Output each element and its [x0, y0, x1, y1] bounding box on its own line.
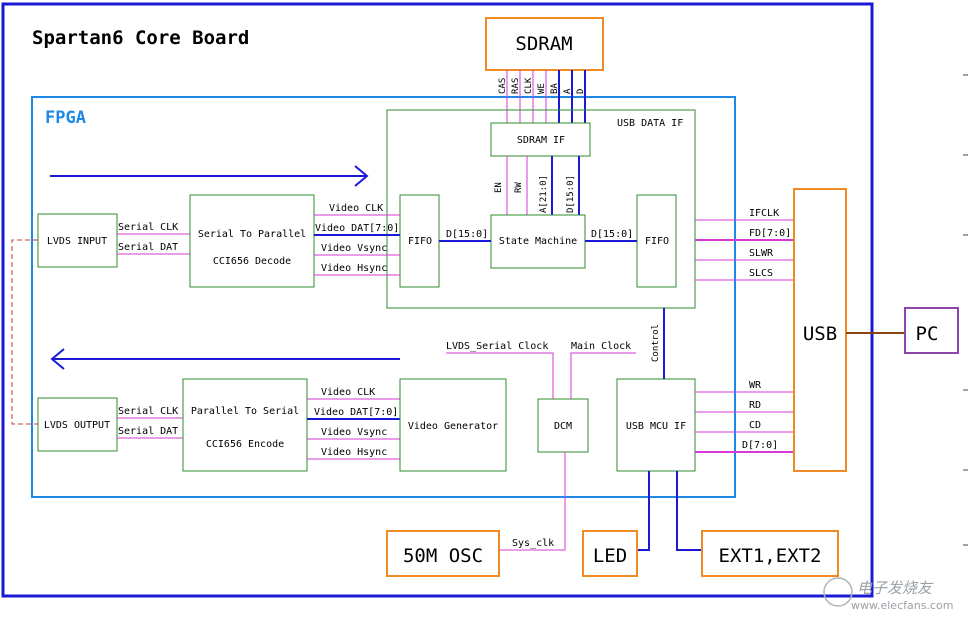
sys-clk-label: Sys_clk — [512, 538, 554, 549]
pin-ba: BA — [550, 83, 560, 94]
lvds-input-label: LVDS INPUT — [47, 236, 107, 247]
video-in-hsync: Video Hsync — [321, 263, 387, 274]
pin-ras: RAS — [511, 78, 521, 94]
pin-a: A — [563, 88, 573, 94]
sdram-pin-labels: CAS RAS CLK WE BA A D — [498, 77, 586, 94]
serial-in-dat: Serial DAT — [118, 242, 178, 253]
control-label: Control — [651, 324, 661, 362]
cd-label: CD — [749, 420, 761, 431]
fifo-right-block — [636, 194, 677, 288]
dcm-block — [537, 398, 589, 453]
state-machine-label: State Machine — [499, 236, 577, 247]
ext-label: EXT1,EXT2 — [719, 545, 822, 567]
fifo-sm-bus-label: D[15:0] — [446, 229, 488, 240]
sig-data: D[15:0] — [566, 175, 576, 213]
p2s-block — [182, 378, 308, 472]
fpga-outline — [31, 96, 736, 498]
sig-addr: A[21:0] — [539, 175, 549, 213]
led-box — [582, 530, 638, 577]
flow-arrow-left — [50, 348, 400, 370]
video-out-vsync: Video Vsync — [321, 427, 387, 438]
video-in-vsync: Video Vsync — [321, 243, 387, 254]
pc-box — [904, 307, 959, 354]
flow-arrow-right — [50, 165, 369, 187]
rd-label: RD — [749, 400, 761, 411]
sys-clk-line — [493, 452, 566, 551]
sdram-chip — [485, 17, 604, 71]
usb-data-if-label: USB DATA IF — [617, 118, 683, 129]
board-outline — [1, 2, 874, 598]
usb-mcu-if-block — [616, 378, 696, 472]
lvds-input-block — [37, 213, 118, 268]
dcm-label: DCM — [554, 421, 572, 432]
p2s-label-2: CCI656 Encode — [206, 439, 284, 450]
usb-chip — [793, 188, 847, 472]
fifo-right-label: FIFO — [645, 236, 669, 247]
watermark: 电子发烧友 www.elecfans.com — [823, 577, 953, 612]
video-out-dat: Video DAT[7:0] — [314, 407, 398, 418]
pin-clk: CLK — [524, 77, 534, 94]
usb-mcu-if-label: USB MCU IF — [626, 421, 686, 432]
sdram-if-block — [490, 122, 591, 157]
state-machine-block — [490, 214, 586, 269]
d7-label: D[7:0] — [742, 440, 778, 451]
slcs-label: SLCS — [749, 268, 773, 279]
video-in-dat: Video DAT[7:0] — [315, 223, 399, 234]
sig-en: EN — [494, 182, 504, 193]
osc-label: 50M OSC — [403, 545, 483, 567]
lvds-output-block — [37, 397, 118, 452]
s2p-label-2: CCI656 Decode — [213, 256, 291, 267]
led-line — [637, 471, 650, 551]
serial-in-clk: Serial CLK — [118, 222, 178, 233]
lvds-output-label: LVDS OUTPUT — [44, 420, 110, 431]
board-title: Spartan6 Core Board — [32, 27, 249, 49]
watermark-brand: 电子发烧友 — [857, 579, 934, 597]
usb-data-if-block — [386, 109, 696, 309]
fifo-left-block — [399, 194, 440, 288]
usb-label: USB — [803, 323, 837, 345]
sdram-pin-lines — [506, 70, 586, 123]
fifo-left-label: FIFO — [408, 236, 432, 247]
serial-out-clk: Serial CLK — [118, 406, 178, 417]
video-out-clk: Video CLK — [321, 387, 375, 398]
main-clock-label: Main Clock — [571, 341, 631, 352]
pin-we: WE — [537, 83, 547, 94]
sm-fifo-bus-label: D[15:0] — [591, 229, 633, 240]
wr-label: WR — [749, 380, 762, 391]
sig-rw: RW — [514, 182, 524, 193]
sdram-if-label: SDRAM IF — [517, 135, 565, 146]
loopback-line — [11, 239, 38, 425]
video-out-hsync: Video Hsync — [321, 447, 387, 458]
ext-box — [701, 530, 839, 577]
fd-label: FD[7:0] — [749, 228, 791, 239]
s2p-block — [189, 194, 315, 288]
edge-ticks — [963, 74, 968, 546]
led-label: LED — [593, 545, 627, 567]
video-generator-block — [399, 378, 507, 472]
lvds-serial-clock-line — [446, 352, 554, 399]
osc-chip — [386, 530, 500, 577]
ifclk-label: IFCLK — [749, 208, 779, 219]
watermark-logo-icon — [823, 577, 853, 607]
slwr-label: SLWR — [749, 248, 774, 259]
video-in-clk: Video CLK — [329, 203, 383, 214]
main-clock-line — [570, 352, 636, 399]
pin-d: D — [576, 89, 586, 94]
lvds-serial-clock-label: LVDS_Serial Clock — [446, 341, 548, 352]
s2p-label-1: Serial To Parallel — [198, 229, 306, 240]
watermark-url: www.elecfans.com — [851, 599, 953, 612]
sdram-label: SDRAM — [515, 33, 572, 55]
pin-cas: CAS — [498, 78, 508, 94]
ext-line — [676, 471, 702, 551]
video-generator-label: Video Generator — [408, 421, 498, 432]
p2s-label-1: Parallel To Serial — [191, 406, 299, 417]
fpga-label: FPGA — [45, 108, 86, 128]
serial-out-dat: Serial DAT — [118, 426, 178, 437]
pc-label: PC — [916, 323, 939, 345]
